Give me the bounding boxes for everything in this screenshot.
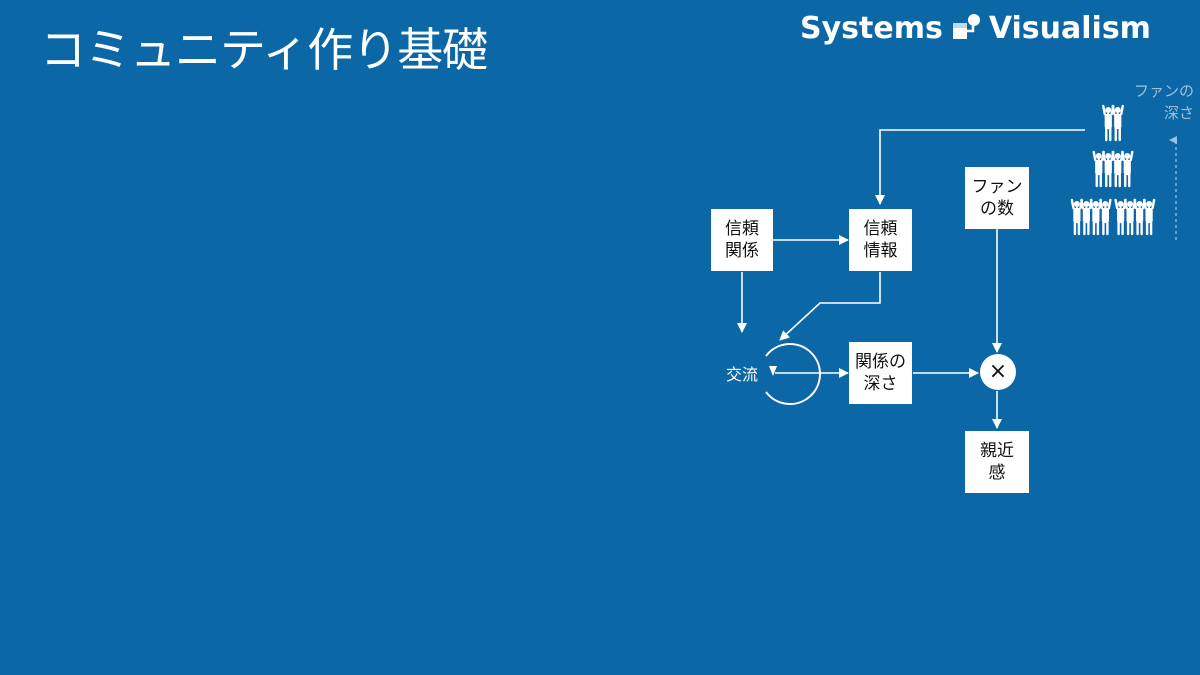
- person-cheering-icon: [1133, 198, 1146, 236]
- node-multiply: ×: [980, 354, 1016, 390]
- node-relationship-depth: 関係の 深さ: [849, 342, 912, 404]
- node-exchange: 交流: [725, 365, 758, 384]
- person-cheering-icon: [1099, 198, 1112, 236]
- person-cheering-icon: [1080, 198, 1093, 236]
- exchange-loop: [765, 343, 821, 405]
- fan-depth-label: ファンの 深さ: [1130, 80, 1194, 124]
- person-cheering-icon: [1102, 104, 1115, 142]
- node-relationship-depth-line2: 深さ: [863, 374, 898, 394]
- node-trust-relationship-line2: 関係: [725, 241, 759, 261]
- fan-depth-label-line2: 深さ: [1163, 104, 1194, 122]
- node-intimacy-line2: 感: [988, 463, 1006, 483]
- slide-title: コミュニティ作り基礎: [40, 23, 488, 77]
- node-intimacy-line1: 親近: [980, 441, 1014, 461]
- person-cheering-icon: [1123, 198, 1137, 236]
- arrow-fans-to-trust-info: [875, 129, 1085, 205]
- node-fan-count-line2: の数: [980, 199, 1014, 219]
- node-trust-info-line1: 信頼: [863, 219, 898, 239]
- node-relationship-depth-line1: 関係の: [855, 352, 906, 372]
- person-cheering-icon: [1089, 198, 1103, 236]
- node-fan-count: ファン の数: [965, 167, 1029, 229]
- person-cheering-icon: [1092, 150, 1105, 188]
- fan-pyramid: [1070, 104, 1156, 236]
- brand-header: Systems Visualism: [800, 8, 1192, 48]
- systems-visualism-logo-icon: [952, 14, 980, 39]
- person-cheering-icon: [1142, 198, 1156, 236]
- arrow-trust-info-to-exchange: [779, 272, 881, 341]
- brand-right-word: Visualism: [988, 10, 1151, 46]
- person-cheering-icon: [1114, 198, 1127, 236]
- fan-depth-label-line1: ファンの: [1133, 82, 1194, 100]
- node-trust-info: 信頼 情報: [849, 209, 912, 271]
- person-cheering-icon: [1121, 150, 1134, 188]
- node-fan-count-line1: ファン: [971, 177, 1023, 197]
- person-cheering-icon: [1111, 150, 1124, 188]
- node-trust-relationship: 信頼 関係: [711, 209, 773, 271]
- node-intimacy: 親近 感: [965, 431, 1029, 493]
- exchange-loop-arrowhead: [769, 366, 777, 376]
- person-cheering-icon: [1111, 104, 1124, 142]
- person-cheering-icon: [1102, 150, 1115, 188]
- person-cheering-icon: [1070, 198, 1084, 236]
- node-trust-info-line2: 情報: [863, 241, 898, 261]
- brand-left-word: Systems: [800, 10, 943, 46]
- node-trust-relationship-line1: 信頼: [725, 219, 759, 239]
